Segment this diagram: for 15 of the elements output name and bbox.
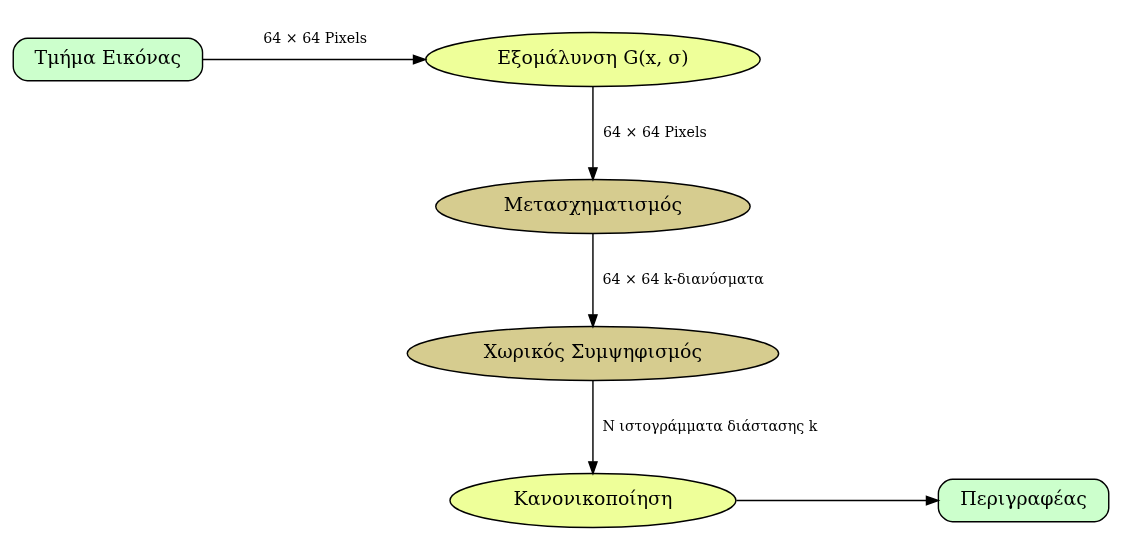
arrow — [587, 232, 599, 329]
arrow — [587, 379, 599, 476]
node-ellipse: Μετασχηματισμός — [435, 178, 751, 234]
edge-label: 64 × 64 k-διανύσματα — [602, 270, 764, 287]
edge-label: 64 × 64 Pixels — [263, 29, 368, 46]
arrow — [201, 53, 428, 65]
arrow — [587, 85, 599, 182]
node-ellipse: Εξομάλυνση G(x, σ) — [425, 31, 761, 87]
node-box: Περιγραφέας — [937, 478, 1110, 522]
edge-label: N ιστογράμματα διάστασης k — [602, 417, 818, 434]
node-ellipse: Χωρικός Συμψηφισμός — [406, 325, 780, 381]
arrow — [735, 494, 941, 506]
node-box: Τμήμα Εικόνας — [12, 37, 204, 81]
node-ellipse: Κανονικοποίηση — [449, 472, 737, 528]
edge-label: 64 × 64 Pixels — [603, 123, 707, 140]
